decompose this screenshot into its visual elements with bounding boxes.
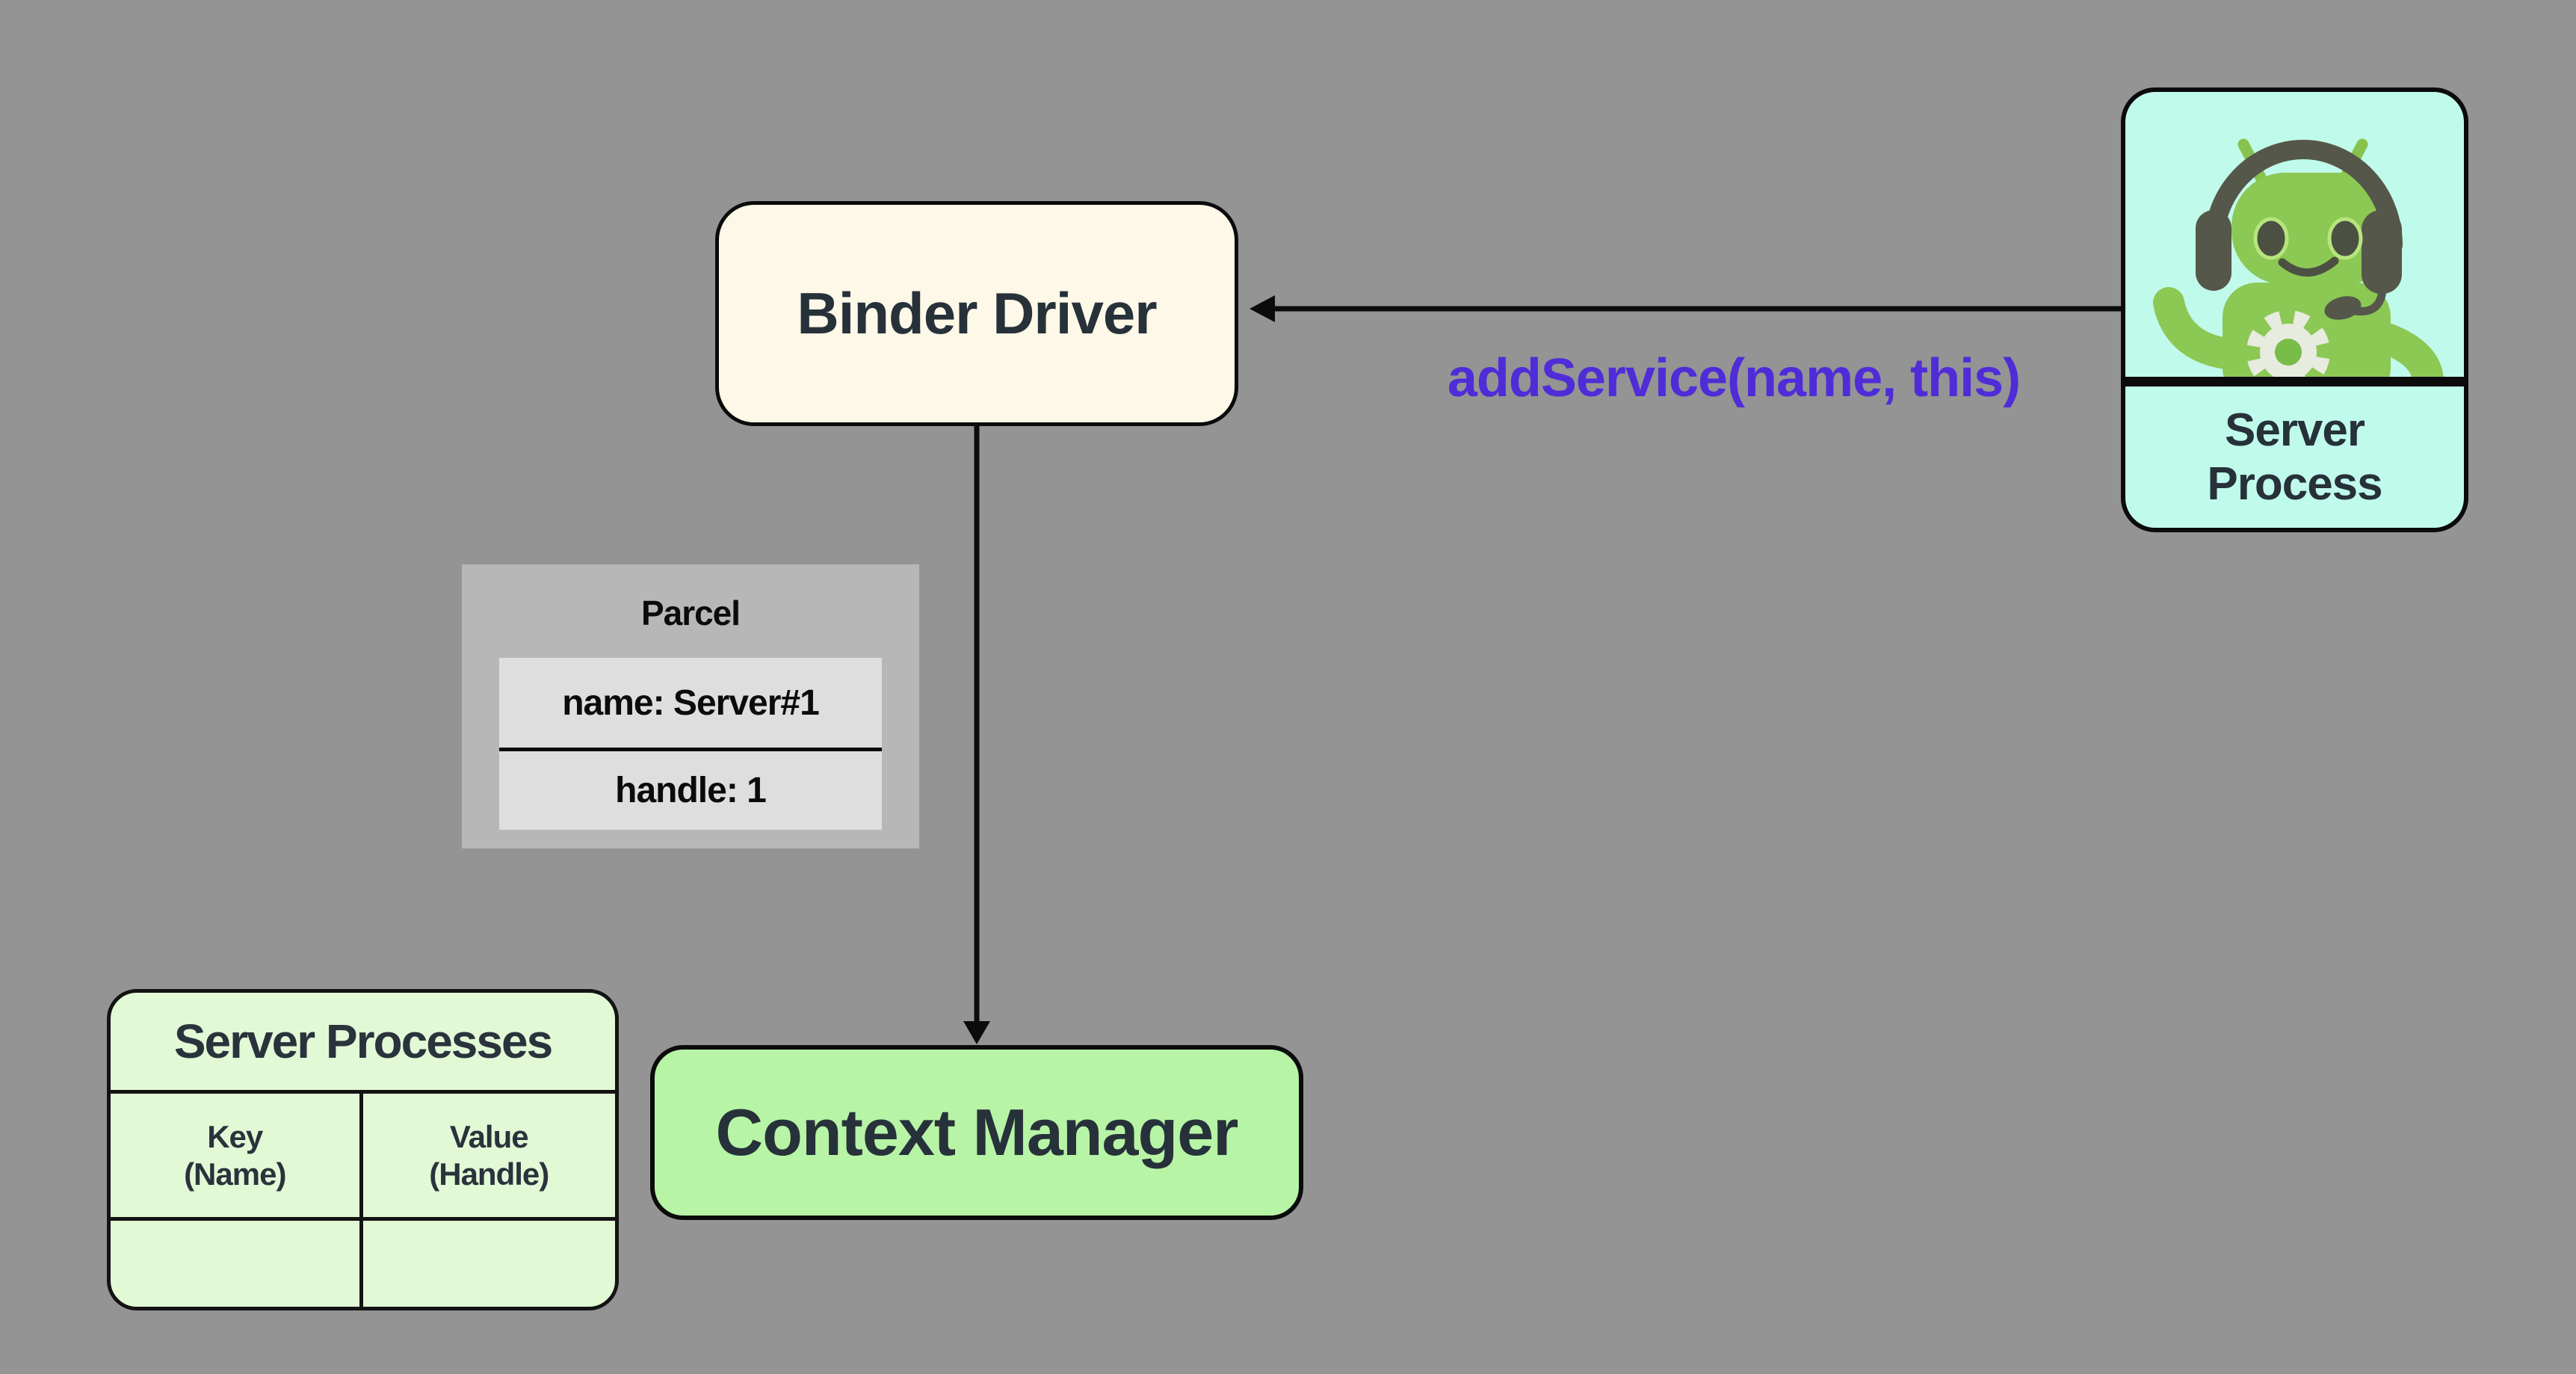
table-row-empty-key <box>111 1221 363 1307</box>
arrow-driver-to-context-manager <box>963 426 990 1044</box>
context-manager-label: Context Manager <box>715 1095 1239 1169</box>
server-process-label-line1: Server <box>2224 404 2365 456</box>
node-binder-driver: Binder Driver <box>715 201 1238 426</box>
edge-label-addservice: addService(name, this) <box>1447 348 2021 408</box>
table-header-key: Key (Name) <box>111 1094 363 1221</box>
server-process-label: Server Process <box>2125 386 2464 528</box>
parcel-fields: name: Server#1 handle: 1 <box>499 658 882 830</box>
android-robot-headset-icon <box>2153 138 2444 377</box>
table-row-empty-value <box>363 1221 616 1307</box>
table-header-value: Value (Handle) <box>362 1094 615 1221</box>
gear-icon <box>2246 310 2330 377</box>
parcel-box: Parcel name: Server#1 handle: 1 <box>462 564 919 848</box>
node-server-process: Server Process <box>2121 87 2468 532</box>
key-header-label: Key <box>207 1118 263 1154</box>
card-divider <box>2125 377 2464 386</box>
parcel-title: Parcel <box>640 594 741 632</box>
parcel-field-handle: handle: 1 <box>615 771 767 810</box>
server-process-label-line2: Process <box>2207 458 2382 510</box>
value-header-sub: (Handle) <box>429 1156 549 1192</box>
parcel-field-name: name: Server#1 <box>499 658 882 751</box>
server-process-illustration <box>2125 92 2464 377</box>
server-processes-table-title: Server Processes <box>173 1014 553 1068</box>
value-header-label: Value <box>449 1118 529 1154</box>
node-context-manager: Context Manager <box>650 1045 1303 1220</box>
key-header-sub: (Name) <box>184 1156 286 1192</box>
binder-driver-label: Binder Driver <box>797 280 1157 346</box>
arrow-addservice <box>1250 295 2122 322</box>
server-processes-table: Server Processes Key (Name) Value (Handl… <box>107 989 619 1310</box>
server-processes-table-grid: Key (Name) Value (Handle) <box>111 1090 615 1307</box>
